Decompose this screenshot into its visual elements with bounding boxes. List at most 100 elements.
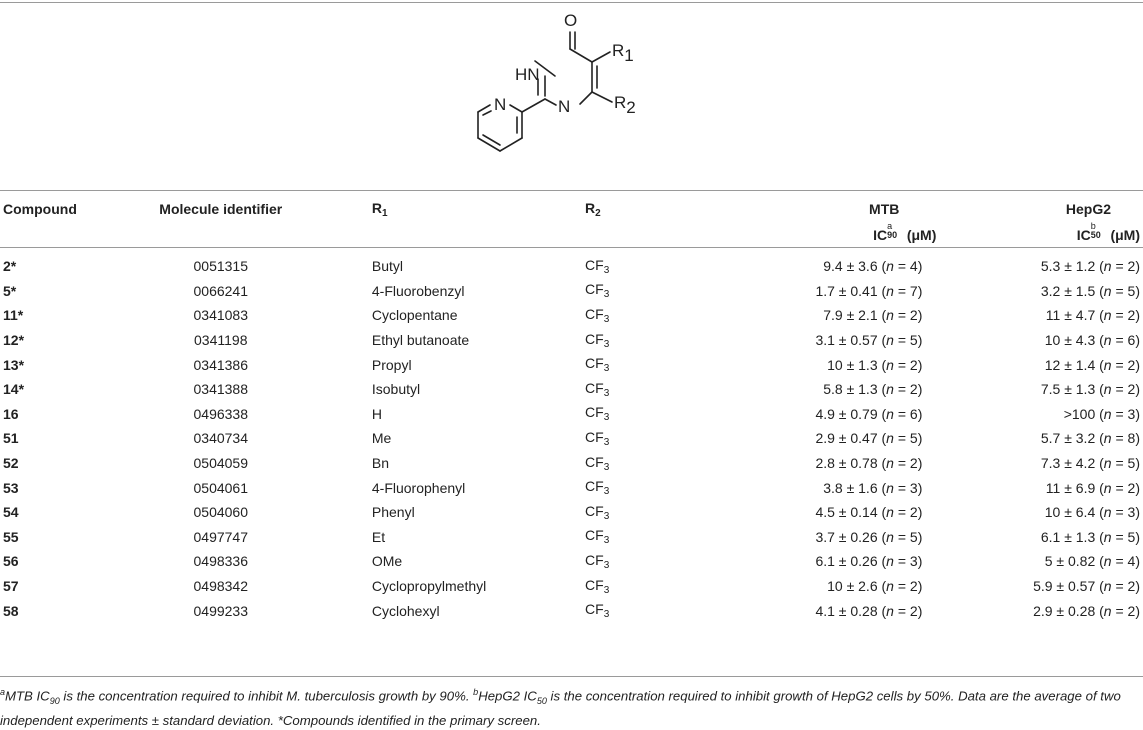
cell-r1: Propyl bbox=[371, 356, 412, 373]
cell-r2: CF3 bbox=[585, 502, 610, 522]
cell-hepg2: >100 (n = 3) bbox=[1063, 405, 1140, 422]
carbonyl-oxygen-label: O bbox=[564, 11, 577, 30]
cell-compound: 11* bbox=[3, 307, 24, 324]
cell-mtb: 4.1 ± 0.28 (n = 2) bbox=[815, 602, 923, 619]
cell-hepg2: 7.3 ± 4.2 (n = 5) bbox=[1040, 455, 1140, 472]
r1-label: R1 bbox=[612, 41, 634, 65]
cell-molecule-identifier: 0341388 bbox=[193, 381, 249, 398]
cell-molecule-identifier: 0496338 bbox=[193, 405, 249, 422]
cell-r2: CF3 bbox=[585, 453, 610, 473]
cell-molecule-identifier: 0341198 bbox=[194, 332, 248, 349]
cell-compound: 12* bbox=[3, 332, 25, 349]
cell-r1: Cyclohexyl bbox=[371, 602, 440, 619]
cell-mtb: 5.8 ± 1.3 (n = 2) bbox=[823, 381, 923, 398]
header-row: Compound Molecule identifier R1 R2 MTB H… bbox=[0, 196, 1143, 222]
cell-hepg2: 10 ± 4.3 (n = 6) bbox=[1044, 332, 1140, 349]
header-compound: Compound bbox=[3, 201, 77, 217]
cell-r1: Cyclopentane bbox=[371, 307, 458, 324]
cell-hepg2: 7.5 ± 1.3 (n = 2) bbox=[1040, 381, 1140, 398]
cell-hepg2: 11 ± 6.9 (n = 2) bbox=[1045, 479, 1140, 496]
cell-hepg2: 2.9 ± 0.28 (n = 2) bbox=[1033, 602, 1140, 619]
cell-compound: 51 bbox=[3, 430, 19, 447]
cell-mtb: 6.1 ± 0.26 (n = 3) bbox=[815, 553, 923, 570]
cell-molecule-identifier: 0504060 bbox=[193, 504, 249, 521]
cell-molecule-identifier: 0341386 bbox=[193, 356, 249, 373]
header-molecule-identifier: Molecule identifier bbox=[159, 201, 283, 217]
header-bottom-rule bbox=[0, 247, 1143, 248]
cell-hepg2: 5 ± 0.82 (n = 4) bbox=[1044, 553, 1140, 570]
chemical-structure: O HN N N R1 R2 bbox=[477, 11, 636, 152]
cell-molecule-identifier: 0497747 bbox=[193, 528, 249, 545]
cell-mtb: 2.8 ± 0.78 (n = 2) bbox=[815, 455, 923, 472]
cell-r1: Phenyl bbox=[371, 504, 415, 521]
cell-hepg2: 5.7 ± 3.2 (n = 8) bbox=[1040, 430, 1140, 447]
cell-r1: OMe bbox=[371, 553, 403, 570]
cell-molecule-identifier: 0341083 bbox=[193, 307, 249, 324]
cell-compound: 53 bbox=[3, 479, 19, 496]
cell-compound: 16 bbox=[3, 405, 19, 422]
cell-molecule-identifier: 0051315 bbox=[193, 258, 249, 275]
cell-mtb: 7.9 ± 2.1 (n = 2) bbox=[823, 307, 923, 324]
table-row: 16 0496338 H CF3 4.9 ± 0.79 (n = 6) >100 (n =… bbox=[0, 402, 1143, 427]
cell-compound: 56 bbox=[3, 553, 19, 570]
cell-mtb: 4.9 ± 0.79 (n = 6) bbox=[815, 405, 923, 422]
cell-r1: Ethyl butanoate bbox=[371, 332, 470, 349]
header-hepg2: HepG2 bbox=[1065, 201, 1111, 217]
cell-hepg2: 3.2 ± 1.5 (n = 5) bbox=[1040, 282, 1140, 299]
table-bottom-rule bbox=[0, 676, 1143, 677]
cell-compound: 58 bbox=[3, 602, 19, 619]
cell-mtb: 2.9 ± 0.47 (n = 5) bbox=[815, 430, 923, 447]
nh-label: HN bbox=[515, 65, 540, 84]
cell-r2: CF3 bbox=[585, 404, 610, 424]
cell-mtb: 10 ± 1.3 (n = 2) bbox=[827, 356, 923, 373]
top-rule bbox=[0, 2, 1143, 3]
cell-r2: CF3 bbox=[585, 428, 610, 448]
cell-compound: 13* bbox=[3, 356, 25, 373]
cell-compound: 52 bbox=[3, 455, 19, 472]
cell-r1: Bn bbox=[371, 455, 389, 472]
compound-table: Compound Molecule identifier R1 R2 MTB H… bbox=[0, 196, 1143, 623]
cell-r2: CF3 bbox=[585, 379, 610, 399]
cell-mtb: 4.5 ± 0.14 (n = 2) bbox=[815, 504, 923, 521]
cell-r2: CF3 bbox=[585, 281, 610, 301]
cell-mtb: 10 ± 2.6 (n = 2) bbox=[827, 578, 923, 595]
cell-compound: 5* bbox=[3, 282, 17, 299]
cell-molecule-identifier: 0340734 bbox=[193, 430, 249, 447]
cell-hepg2: 11 ± 4.7 (n = 2) bbox=[1045, 307, 1140, 324]
cell-r2: CF3 bbox=[585, 527, 610, 547]
cell-r2: CF3 bbox=[585, 576, 610, 596]
cell-mtb: 1.7 ± 0.41 (n = 7) bbox=[815, 282, 923, 299]
table-footnote: aMTB IC90 is the concentration required … bbox=[0, 687, 1121, 729]
r2-label: R2 bbox=[614, 93, 636, 117]
cell-r1: Butyl bbox=[371, 258, 403, 275]
cell-hepg2: 5.9 ± 0.57 (n = 2) bbox=[1033, 578, 1140, 595]
header-top-rule bbox=[0, 190, 1143, 191]
cell-molecule-identifier: 0504061 bbox=[193, 479, 249, 496]
cell-r1: H bbox=[371, 405, 382, 422]
header-r2: R2 bbox=[585, 199, 601, 219]
ring-nitrogen-label: N bbox=[558, 97, 570, 116]
cell-r2: CF3 bbox=[585, 551, 610, 571]
cell-molecule-identifier: 0499233 bbox=[193, 602, 249, 619]
cell-compound: 2* bbox=[3, 258, 17, 275]
cell-hepg2: 6.1 ± 1.3 (n = 5) bbox=[1040, 528, 1140, 545]
cell-compound: 54 bbox=[3, 504, 19, 521]
cell-r2: CF3 bbox=[585, 256, 610, 276]
cell-molecule-identifier: 0066241 bbox=[193, 282, 249, 299]
